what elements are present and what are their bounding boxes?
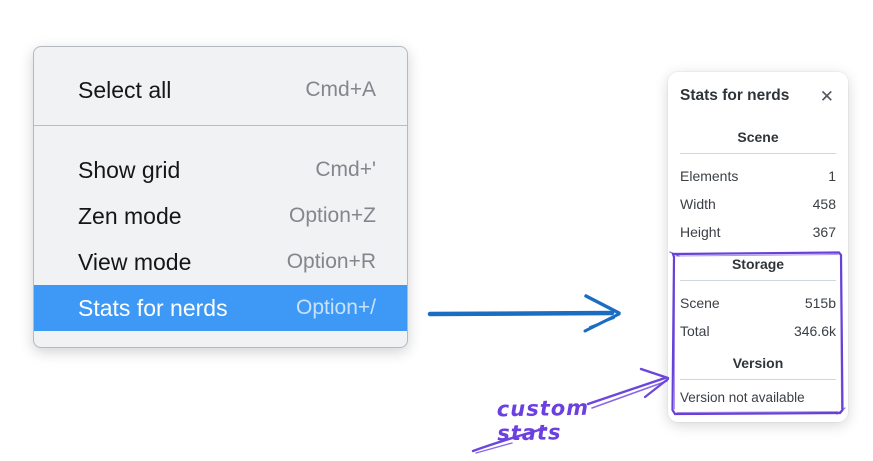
menu-item-shortcut: Cmd+A (305, 78, 376, 101)
stat-row-width: Width 458 (680, 190, 836, 218)
menu-item-shortcut: Option+Z (289, 204, 376, 227)
stat-label: Height (680, 224, 721, 240)
blue-arrow (427, 294, 621, 333)
close-icon[interactable]: ✕ (819, 86, 834, 106)
stat-label: Width (680, 196, 716, 212)
menu-item-show-grid[interactable]: Show grid Cmd+' (34, 147, 407, 193)
stat-value: 367 (812, 224, 836, 240)
stat-label: Scene (680, 295, 720, 311)
menu-divider (34, 125, 407, 126)
menu-item-label: Show grid (78, 156, 181, 183)
menu-item-shortcut: Option+R (286, 250, 376, 273)
menu-item-label: Zen mode (78, 202, 182, 229)
menu-item-label: Stats for nerds (78, 294, 228, 321)
stats-panel-header: Stats for nerds ✕ (680, 84, 836, 108)
section-divider (680, 379, 836, 380)
menu-item-select-all[interactable]: Select all Cmd+A (34, 67, 407, 113)
menu-item-shortcut: Option+/ (296, 296, 376, 319)
storage-section-heading: Storage (731, 256, 785, 272)
section-divider (680, 153, 836, 154)
stat-value: 458 (812, 196, 836, 212)
section-divider (680, 280, 836, 281)
scene-section-heading: Scene (737, 129, 779, 145)
stats-panel: Stats for nerds ✕ Scene Elements 1 Width… (668, 72, 848, 422)
menu-item-view-mode[interactable]: View mode Option+R (34, 239, 407, 285)
menu-item-stats-for-nerds[interactable]: Stats for nerds Option+/ (34, 285, 407, 331)
menu-item-label: View mode (78, 248, 192, 275)
stat-row-scene-storage: Scene 515b (680, 289, 836, 317)
stat-label: Total (680, 323, 710, 339)
version-section-heading: Version (732, 355, 784, 371)
stat-row-height: Height 367 (680, 218, 836, 246)
stats-panel-title: Stats for nerds (680, 87, 790, 104)
context-menu: Select all Cmd+A Show grid Cmd+' Zen mod… (33, 46, 408, 348)
menu-item-label: Select all (78, 76, 172, 103)
annotation-label: custom stats (496, 395, 590, 446)
stat-label: Elements (680, 168, 739, 184)
stat-value: 515b (804, 295, 836, 311)
stat-row-total-storage: Total 346.6k (680, 317, 836, 345)
version-note: Version not available (680, 390, 805, 405)
menu-item-shortcut: Cmd+' (315, 158, 376, 181)
stat-row-elements: Elements 1 (680, 162, 836, 190)
stat-value: 346.6k (793, 323, 836, 339)
stat-value: 1 (828, 168, 836, 184)
menu-item-zen-mode[interactable]: Zen mode Option+Z (34, 193, 407, 239)
